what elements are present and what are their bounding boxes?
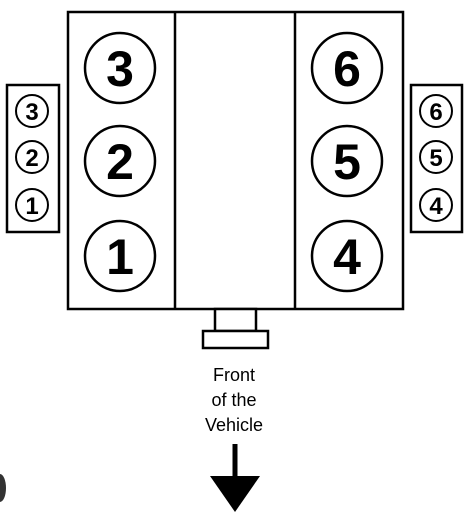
right-coil-4: 4: [419, 188, 453, 222]
cylinder-3: 3: [83, 31, 157, 105]
cylinder-1: 1: [83, 219, 157, 293]
right-coil-5: 5: [419, 140, 453, 174]
cylinder-4-label: 4: [333, 229, 361, 285]
cylinder-5: 5: [310, 124, 384, 198]
arrow-down-icon: [210, 444, 260, 512]
cylinder-3-label: 3: [106, 41, 134, 97]
front-caption-line2: of the: [211, 390, 256, 410]
left-coil-2: 2: [15, 140, 49, 174]
left-coil-1-label: 1: [25, 193, 38, 220]
crank-pulley: [201, 329, 270, 350]
timing-cover-stub: [213, 307, 258, 333]
front-caption-line1: Front: [213, 365, 255, 385]
cylinder-5-label: 5: [333, 134, 361, 190]
left-coil-2-label: 2: [25, 145, 38, 172]
right-coil-4-label: 4: [429, 193, 443, 220]
left-coil-3-label: 3: [25, 99, 38, 126]
cylinder-6-label: 6: [333, 41, 361, 97]
cylinder-2-label: 2: [106, 134, 134, 190]
right-coil-6-label: 6: [429, 99, 442, 126]
right-coil-5-label: 5: [429, 145, 442, 172]
front-caption-line3: Vehicle: [205, 415, 263, 435]
left-coil-3: 3: [15, 94, 49, 128]
edge-mark: [0, 474, 6, 502]
cylinder-1-label: 1: [106, 229, 134, 285]
right-coil-6: 6: [419, 94, 453, 128]
cylinder-6: 6: [310, 31, 384, 105]
cylinder-4: 4: [310, 219, 384, 293]
left-coil-1: 1: [15, 188, 49, 222]
cylinder-2: 2: [83, 124, 157, 198]
